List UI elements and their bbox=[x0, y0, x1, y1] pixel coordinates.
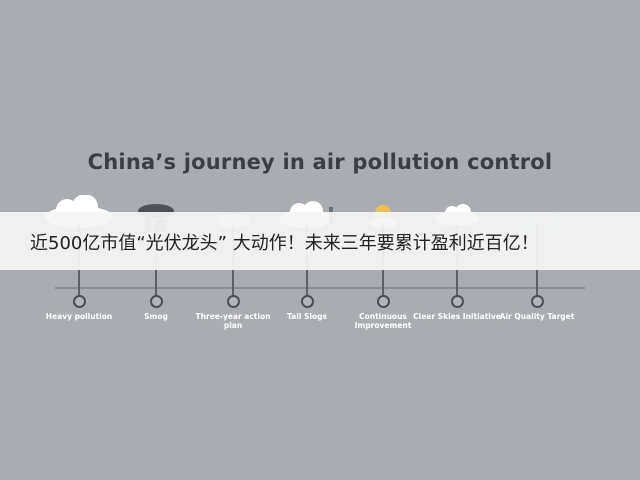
timeline-node bbox=[451, 295, 464, 308]
stage-label: Clear Skies Initiative bbox=[413, 312, 501, 321]
timeline-node bbox=[531, 295, 544, 308]
stage-label: Heavy pollution bbox=[45, 312, 113, 321]
stage-label: Three-year action plan bbox=[195, 312, 271, 330]
timeline-node bbox=[377, 295, 390, 308]
timeline-node bbox=[73, 295, 86, 308]
headline-banner[interactable]: 近500亿市值“光伏龙头” 大动作！未来三年要累计盈利近百亿！ bbox=[0, 212, 640, 270]
timeline-node bbox=[227, 295, 240, 308]
banner-headline[interactable]: 近500亿市值“光伏龙头” 大动作！未来三年要累计盈利近百亿！ bbox=[30, 233, 539, 254]
stage-label: Smog bbox=[144, 312, 168, 321]
stage-label: Air Quality Target bbox=[499, 312, 575, 321]
stage-label: Continuous Improvement bbox=[354, 312, 412, 330]
timeline-node bbox=[301, 295, 314, 308]
timeline-axis bbox=[55, 287, 585, 289]
timeline-node bbox=[150, 295, 163, 308]
page-title: China’s journey in air pollution control bbox=[87, 150, 553, 174]
stage-label: Tail Slogs bbox=[287, 312, 327, 321]
